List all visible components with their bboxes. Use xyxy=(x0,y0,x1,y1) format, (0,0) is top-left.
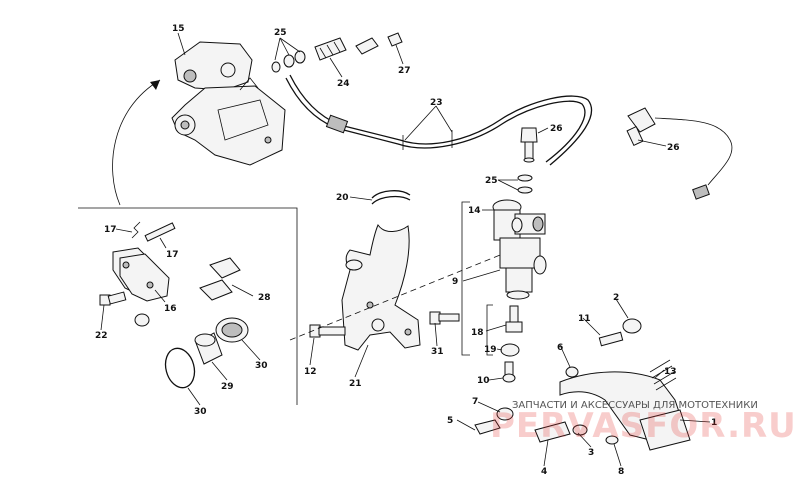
callout-10: 10 xyxy=(477,376,490,386)
callout-23: 23 xyxy=(430,98,443,108)
callout-21: 21 xyxy=(349,379,362,389)
callout-17-left: 17 xyxy=(104,225,117,235)
brake-hose xyxy=(285,74,593,166)
callout-26-bolt: 26 xyxy=(550,124,563,134)
piston-seals xyxy=(164,317,249,389)
hose-fittings-top xyxy=(271,32,403,73)
bolt-31 xyxy=(429,311,460,325)
callout-13: 13 xyxy=(664,367,677,377)
watermark: ЗАПЧАСТИ И АКСЕССУАРЫ ДЛЯ МОТОТЕХНИКИ PE… xyxy=(490,400,797,446)
pad-pin xyxy=(131,221,176,242)
master-cylinder xyxy=(492,199,547,300)
push-rod-assembly xyxy=(500,305,523,383)
bolt-12 xyxy=(309,324,346,338)
watermark-logo: PERVASFOR.RU xyxy=(490,406,797,446)
callout-29: 29 xyxy=(221,382,234,392)
callout-3: 3 xyxy=(588,448,594,458)
bleed-cap xyxy=(134,313,150,327)
bleed-screw xyxy=(99,291,127,306)
heel-guard-bracket xyxy=(341,223,421,351)
pedal-parts xyxy=(474,318,691,451)
callout-1: 1 xyxy=(711,418,717,428)
alignment-line xyxy=(289,254,501,341)
pad-spring xyxy=(199,257,241,301)
brake-light-switch xyxy=(626,107,733,200)
group-brackets xyxy=(461,201,493,356)
callout-16: 16 xyxy=(164,304,177,314)
callout-30-right: 30 xyxy=(255,361,268,371)
leader-lines xyxy=(100,32,711,467)
callout-9: 9 xyxy=(452,277,458,287)
callout-6: 6 xyxy=(557,343,563,353)
callout-26-switch: 26 xyxy=(667,143,680,153)
callout-28: 28 xyxy=(258,293,271,303)
washers-right xyxy=(517,174,533,194)
callout-11: 11 xyxy=(578,314,591,324)
banjo-bolt xyxy=(520,127,538,163)
callout-25-top: 25 xyxy=(274,28,287,38)
callout-4: 4 xyxy=(541,467,547,477)
callout-2: 2 xyxy=(613,293,619,303)
callout-20: 20 xyxy=(336,193,349,203)
callout-25-right: 25 xyxy=(485,176,498,186)
callout-30-bottom: 30 xyxy=(194,407,207,417)
callout-24: 24 xyxy=(337,79,350,89)
arrow-head xyxy=(150,80,160,90)
callout-22: 22 xyxy=(95,331,108,341)
brake-pads xyxy=(112,247,170,302)
callout-18: 18 xyxy=(471,328,484,338)
callout-27: 27 xyxy=(398,66,411,76)
callout-14: 14 xyxy=(468,206,481,216)
watermark-caption: ЗАПЧАСТИ И АКСЕССУАРЫ ДЛЯ МОТОТЕХНИКИ xyxy=(512,400,758,411)
callout-15: 15 xyxy=(172,24,185,34)
brake-caliper xyxy=(171,41,286,166)
callout-17-right: 17 xyxy=(166,250,179,260)
callout-labels: 15 25 24 27 23 26 26 25 20 14 17 17 16 2… xyxy=(95,24,717,477)
callout-31: 31 xyxy=(431,347,444,357)
callout-5: 5 xyxy=(447,416,453,426)
callout-7: 7 xyxy=(472,397,478,407)
callout-12: 12 xyxy=(304,367,317,377)
callout-19: 19 xyxy=(484,345,497,355)
snap-ring xyxy=(371,190,411,205)
detail-inset-frame xyxy=(78,79,298,405)
callout-8: 8 xyxy=(618,467,624,477)
